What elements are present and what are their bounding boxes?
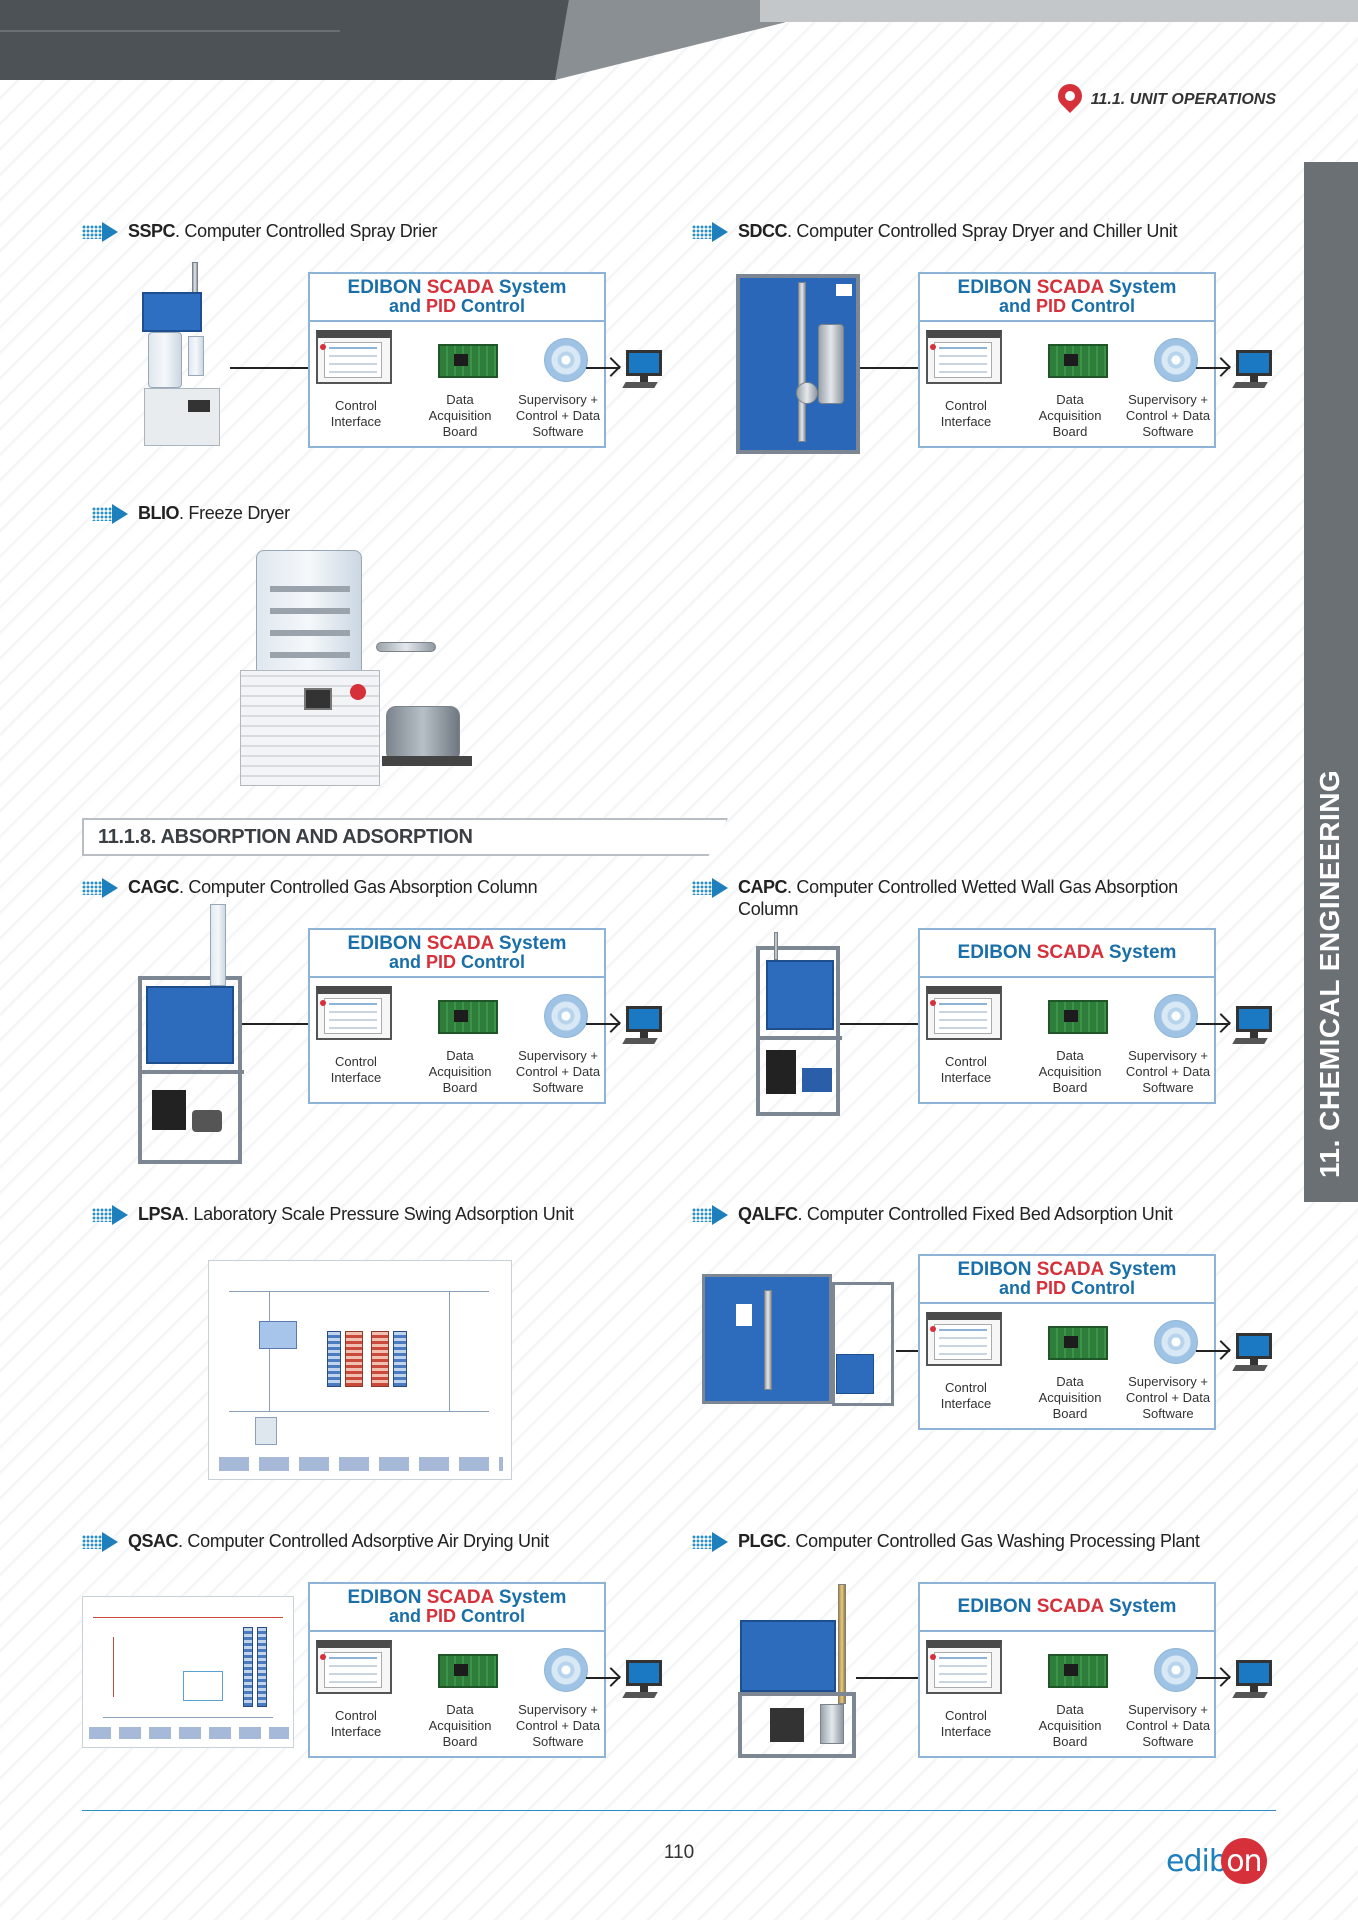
side-tab xyxy=(1304,162,1358,1202)
connector-line xyxy=(230,367,310,369)
connector-line xyxy=(1196,367,1230,369)
process-diagram-lpsa xyxy=(208,1260,512,1480)
equipment-image-blio xyxy=(236,546,496,790)
top-banner-mid xyxy=(555,0,785,80)
monitor-icon xyxy=(1232,1333,1274,1373)
connector-line xyxy=(1196,1677,1230,1679)
bullet-arrow-icon xyxy=(692,876,734,900)
bullet-arrow-icon xyxy=(692,1203,734,1227)
software-cd-icon xyxy=(1154,994,1198,1038)
monitor-icon xyxy=(1232,1006,1274,1046)
scada-block-plgc: EDIBON SCADA System Control Interface Da… xyxy=(918,1582,1216,1758)
section-header: 11.1. UNIT OPERATIONS xyxy=(1052,79,1276,116)
process-diagram-qsac xyxy=(82,1596,294,1748)
scada-block-sdcc: EDIBON SCADA System and PID Control Cont… xyxy=(918,272,1216,448)
product-title-sspc: SSPC. Computer Controlled Spray Drier xyxy=(82,220,438,244)
software-cd-icon xyxy=(544,994,588,1038)
bullet-arrow-icon xyxy=(692,220,734,244)
top-banner-dark xyxy=(0,0,580,80)
side-tab-label: 11. CHEMICAL ENGINEERING xyxy=(1314,769,1345,1178)
connector-line xyxy=(586,367,620,369)
daq-board-icon xyxy=(1048,344,1108,378)
monitor-icon xyxy=(622,1006,664,1046)
daq-board-icon xyxy=(438,1000,498,1034)
label-control-interface: Control Interface xyxy=(330,398,382,429)
section-header-text: 11.1. UNIT OPERATIONS xyxy=(1090,91,1276,108)
control-interface-icon xyxy=(926,330,1002,384)
equipment-image-cagc xyxy=(138,904,244,1164)
bullet-arrow-icon xyxy=(92,502,134,526)
product-title-blio: BLIO. Freeze Dryer xyxy=(92,502,290,526)
monitor-icon xyxy=(1232,1660,1274,1700)
monitor-icon xyxy=(1232,350,1274,390)
scada-block-sspc: EDIBON SCADA System and PID Control Cont… xyxy=(308,272,606,448)
control-interface-icon xyxy=(926,986,1002,1040)
software-cd-icon xyxy=(1154,1320,1198,1364)
control-interface-icon xyxy=(926,1640,1002,1694)
connector-line xyxy=(242,1023,310,1025)
control-interface-icon xyxy=(316,986,392,1040)
scada-block-cagc: EDIBON SCADA System and PID Control Cont… xyxy=(308,928,606,1104)
footer-divider xyxy=(82,1810,1276,1811)
product-title-lpsa: LPSA. Laboratory Scale Pressure Swing Ad… xyxy=(92,1203,574,1227)
monitor-icon xyxy=(622,1660,664,1700)
logo-text-a: edib xyxy=(1166,1843,1228,1879)
software-cd-icon xyxy=(1154,1648,1198,1692)
top-banner-light xyxy=(760,0,1358,22)
daq-board-icon xyxy=(438,344,498,378)
monitor-icon xyxy=(622,350,664,390)
daq-board-icon xyxy=(1048,1326,1108,1360)
control-interface-icon xyxy=(316,330,392,384)
bullet-arrow-icon xyxy=(692,1530,734,1554)
software-cd-icon xyxy=(544,338,588,382)
product-title-plgc: PLGC. Computer Controlled Gas Washing Pr… xyxy=(692,1530,1200,1554)
software-cd-icon xyxy=(544,1648,588,1692)
connector-line xyxy=(856,1677,920,1679)
connector-line xyxy=(1196,1350,1230,1352)
scada-header: EDIBON SCADA System and PID Control xyxy=(308,272,606,322)
equipment-image-sspc xyxy=(138,262,230,452)
top-banner-line xyxy=(0,30,340,32)
daq-board-icon xyxy=(1048,1654,1108,1688)
product-title-cagc: CAGC. Computer Controlled Gas Absorption… xyxy=(82,876,538,900)
bullet-arrow-icon xyxy=(82,1530,124,1554)
product-title-qsac: QSAC. Computer Controlled Adsorptive Air… xyxy=(82,1530,549,1554)
product-title-capc: CAPC. Computer Controlled Wetted Wall Ga… xyxy=(692,876,1232,920)
connector-line xyxy=(896,1350,920,1352)
product-code: SSPC xyxy=(128,221,176,241)
location-pin-icon xyxy=(1052,79,1087,116)
equipment-image-plgc xyxy=(738,1584,858,1762)
bullet-arrow-icon xyxy=(82,876,124,900)
control-interface-icon xyxy=(926,1312,1002,1366)
daq-board-icon xyxy=(1048,1000,1108,1034)
equipment-image-capc xyxy=(756,932,842,1116)
logo-text-b: on xyxy=(1220,1838,1267,1884)
equipment-image-qalfc xyxy=(700,1274,896,1414)
bullet-arrow-icon xyxy=(92,1203,134,1227)
label-software: Supervisory + Control + Data Software xyxy=(515,392,601,439)
connector-line xyxy=(586,1023,620,1025)
connector-line xyxy=(1196,1023,1230,1025)
connector-line xyxy=(840,1023,920,1025)
bullet-arrow-icon xyxy=(82,220,124,244)
label-daq-board: Data Acquisition Board xyxy=(428,392,492,439)
section-heading: 11.1.8. ABSORPTION AND ADSORPTION xyxy=(82,818,728,856)
scada-body: Control Interface Data Acquisition Board… xyxy=(308,322,606,448)
equipment-image-sdcc xyxy=(736,274,860,454)
scada-block-qalfc: EDIBON SCADA System and PID Control Cont… xyxy=(918,1254,1216,1430)
scada-block-capc: EDIBON SCADA System Control Interface Da… xyxy=(918,928,1216,1104)
side-tab-label-wrap: 11. CHEMICAL ENGINEERING xyxy=(1304,770,1358,1598)
daq-board-icon xyxy=(438,1654,498,1688)
connector-line xyxy=(860,367,920,369)
product-title-qalfc: QALFC. Computer Controlled Fixed Bed Ads… xyxy=(692,1203,1173,1227)
software-cd-icon xyxy=(1154,338,1198,382)
product-name: . Computer Controlled Spray Drier xyxy=(175,221,438,241)
control-interface-icon xyxy=(316,1640,392,1694)
scada-block-qsac: EDIBON SCADA System and PID Control Cont… xyxy=(308,1582,606,1758)
page-number: 110 xyxy=(663,1842,695,1863)
connector-line xyxy=(586,1677,620,1679)
product-title-sdcc: SDCC. Computer Controlled Spray Dryer an… xyxy=(692,220,1177,244)
